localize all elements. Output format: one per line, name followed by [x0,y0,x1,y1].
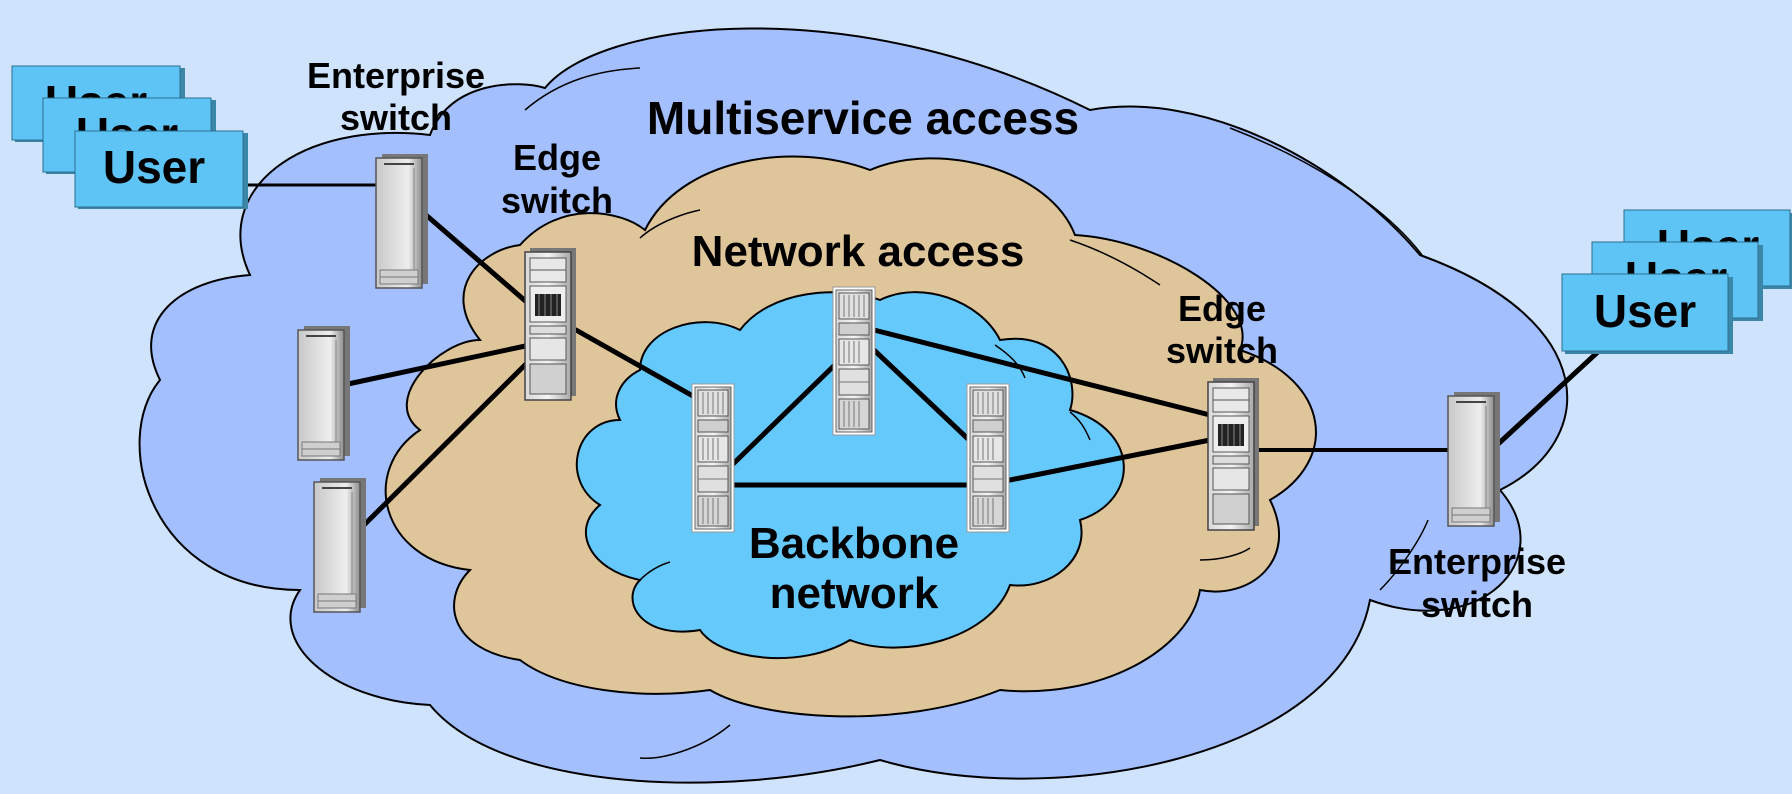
backbone-router-left-device [691,383,735,533]
svg-text:User: User [103,141,205,193]
edge-switch-left-label-line1: Edge [513,137,601,178]
enterprise-switch-left-device [375,153,429,289]
network-links [242,183,1603,528]
user-box: User [74,130,248,209]
user-stack-right: User User User [1561,209,1792,354]
backbone-label-line2: network [770,569,939,618]
enterprise-server-left-device [297,325,351,461]
backbone-router-top-device [832,286,876,436]
edge-switch-right-label-line1: Edge [1178,288,1266,329]
edge-switch-left-label-line2: switch [501,180,613,221]
multiservice-access-label: Multiservice access [647,92,1079,144]
svg-text:User: User [1594,285,1696,337]
network-access-label: Network access [692,227,1025,276]
backbone-label-line1: Backbone [749,519,959,568]
enterprise-switch-right-label-line1: Enterprise [1388,541,1566,582]
enterprise-switch-right-device [1447,391,1501,527]
edge-switch-left-device [524,247,577,401]
user-box: User [1561,273,1733,354]
edge-switch-right-device [1207,377,1260,531]
user-stack-left: User User User [11,65,248,209]
enterprise-server-left-lower-device [313,477,367,613]
enterprise-switch-right-label-line2: switch [1421,584,1533,625]
backbone-router-right-device [966,383,1010,533]
edge-switch-right-label-line2: switch [1166,330,1278,371]
enterprise-switch-left-label-line1: Enterprise [307,55,485,96]
enterprise-switch-left-label-line2: switch [340,97,452,138]
